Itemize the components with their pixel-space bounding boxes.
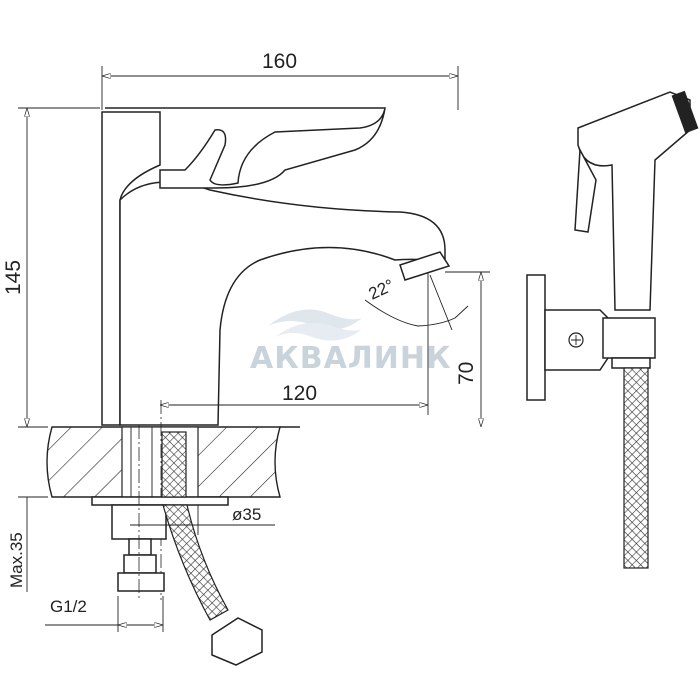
hand-shower bbox=[526, 90, 699, 569]
dim-spout-reach: 120 bbox=[282, 382, 317, 405]
dim-height-total: 145 bbox=[2, 260, 25, 295]
dim-width-total: 160 bbox=[262, 50, 297, 73]
dimension-lines bbox=[18, 66, 490, 632]
watermark-logo bbox=[268, 309, 362, 341]
dim-thread: G1/2 bbox=[50, 597, 87, 616]
dim-max-countertop: Max.35 bbox=[7, 532, 26, 588]
dim-spout-height: 70 bbox=[455, 362, 478, 385]
dim-hole-diameter: ø35 bbox=[232, 505, 261, 524]
dim-spout-angle: 22° bbox=[366, 276, 397, 304]
faucet-body bbox=[101, 107, 451, 600]
watermark-text: АКВАЛИНК bbox=[250, 341, 451, 376]
mounting-hardware bbox=[91, 425, 229, 600]
supply-hose bbox=[161, 431, 263, 666]
